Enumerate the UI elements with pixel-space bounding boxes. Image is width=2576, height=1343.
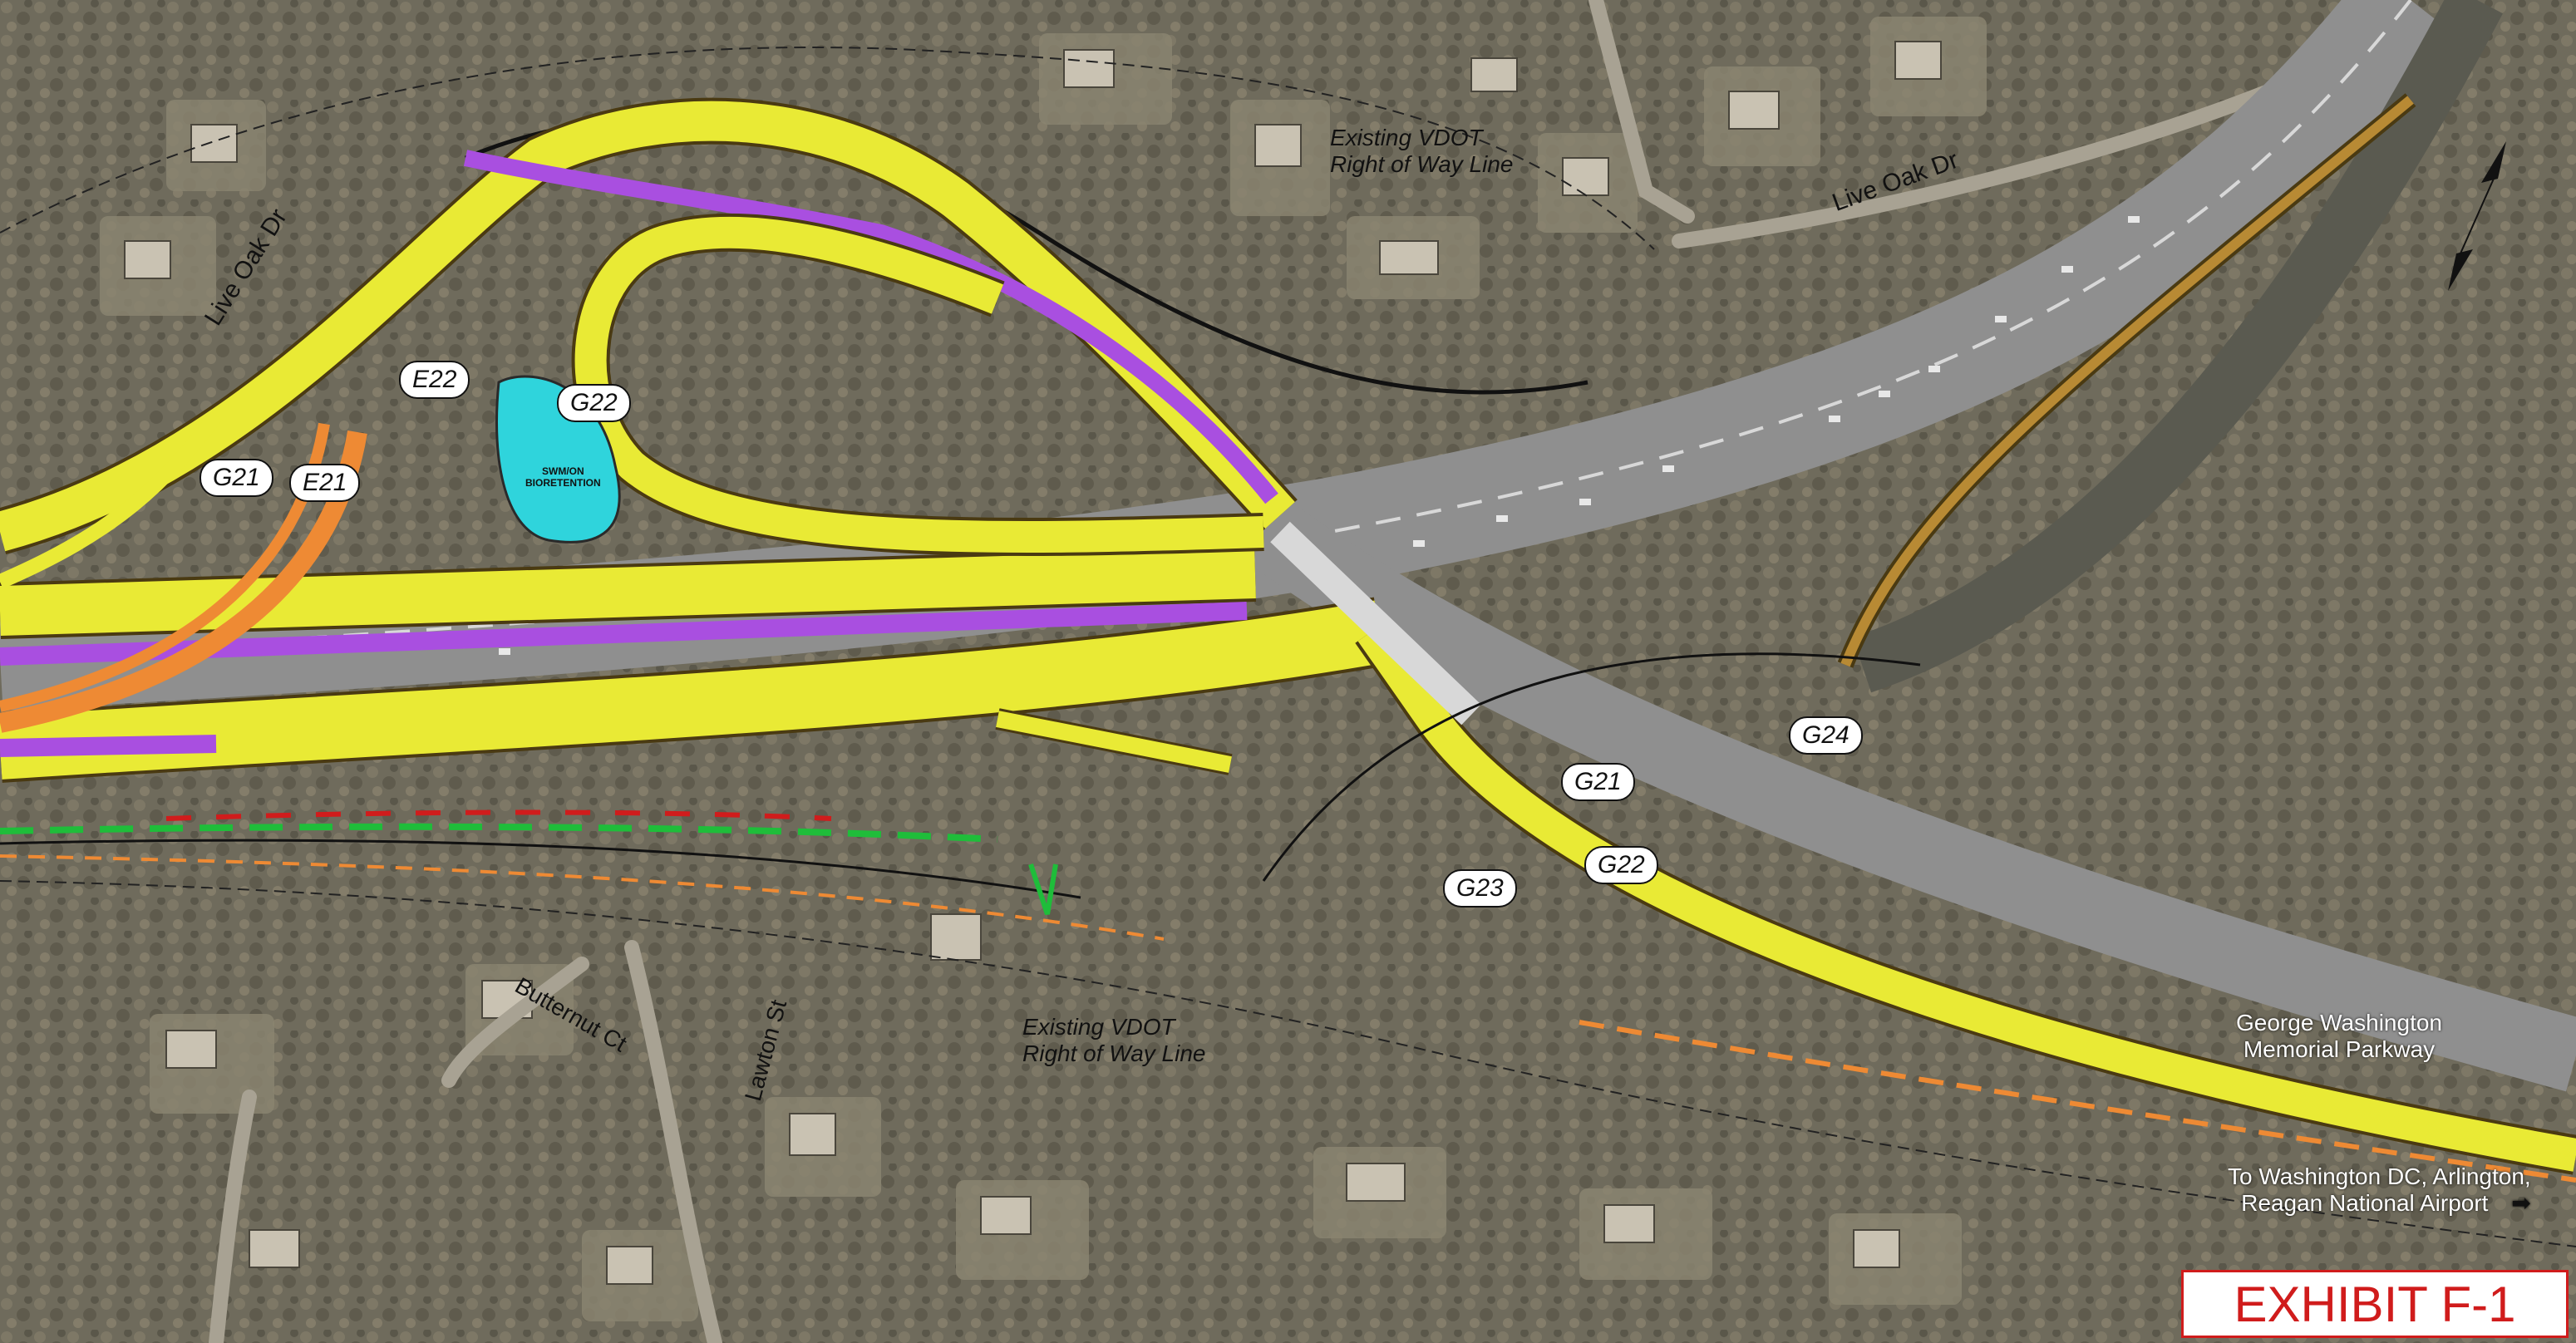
ramp-badge-e22: E22	[399, 361, 470, 399]
ramp-southeast	[1270, 521, 2576, 1175]
parkway-separated	[1852, 0, 2503, 693]
pond-label-line1: SWM/ON	[542, 465, 584, 477]
pond-label: SWM/ON BIORETENTION	[525, 465, 601, 489]
parkway-label-line1: George Washington	[2236, 1010, 2442, 1036]
destination-label-line2-text: Reagan National Airport	[2241, 1190, 2489, 1216]
ramp-badge-g22-loop: G22	[557, 384, 631, 422]
ramp-badge-g21-east: G21	[1561, 763, 1635, 801]
ramp-g24-fill	[1840, 96, 2414, 667]
row-label-north-line2: Right of Way Line	[1330, 151, 1514, 177]
row-line-north	[0, 47, 1655, 250]
parkway-label-line2: Memorial Parkway	[2243, 1036, 2436, 1062]
ramp-badge-g21-west: G21	[199, 459, 273, 497]
row-label-south-line1: Existing VDOT	[1022, 1014, 1175, 1040]
parkway-label: George Washington Memorial Parkway	[2236, 1010, 2442, 1063]
destination-label-line1: To Washington DC, Arlington,	[2228, 1163, 2531, 1189]
g24-connector	[1262, 652, 1921, 882]
row-label-north: Existing VDOT Right of Way Line	[1330, 125, 1514, 178]
main-lanes	[0, 545, 1387, 783]
destination-label: To Washington DC, Arlington, Reagan Nati…	[2228, 1163, 2531, 1217]
exhibit-label: EXHIBIT F-1	[2181, 1270, 2569, 1338]
ramp-badge-g22-east: G22	[1584, 846, 1658, 884]
destination-label-line2: Reagan National Airport ➡	[2228, 1190, 2531, 1217]
ramp-badge-g24: G24	[1789, 716, 1863, 755]
south-lines	[0, 809, 2576, 1247]
arrow-right-icon: ➡	[2511, 1190, 2531, 1216]
ramp-badge-g23: G23	[1443, 869, 1517, 908]
pond-label-line2: BIORETENTION	[525, 477, 601, 489]
ramp-badge-e21: E21	[289, 464, 361, 502]
houses-south	[165, 913, 1900, 1285]
row-label-south: Existing VDOT Right of Way Line	[1022, 1014, 1206, 1067]
north-arrow-icon	[2448, 141, 2506, 291]
row-label-south-line2: Right of Way Line	[1022, 1040, 1206, 1066]
houses-north	[124, 41, 1942, 279]
ramps-northwest	[0, 97, 1298, 733]
row-label-north-line1: Existing VDOT	[1330, 125, 1483, 150]
